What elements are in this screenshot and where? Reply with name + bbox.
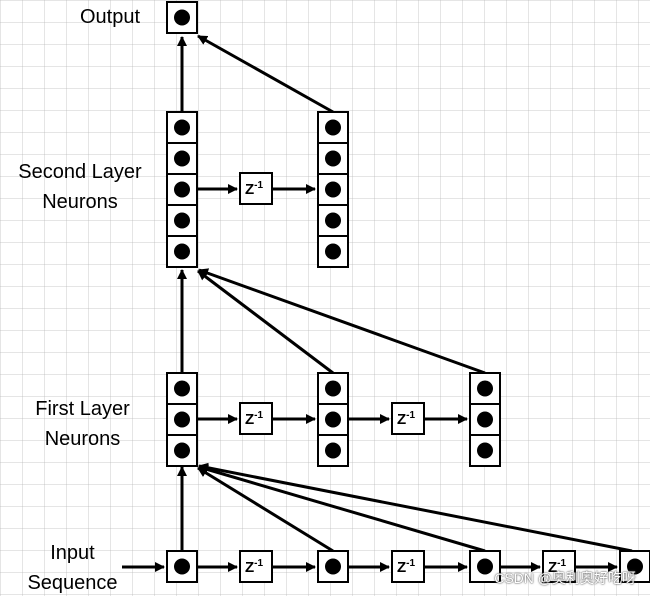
input-label-line-2: Sequence bbox=[27, 572, 118, 594]
delay-box-frame bbox=[239, 402, 273, 435]
neuron-dot bbox=[174, 181, 190, 198]
neuron-dot bbox=[174, 411, 190, 428]
input-delay-2 bbox=[469, 550, 501, 583]
input-delay-a-box: Z-1 bbox=[239, 550, 273, 583]
neuron-dot bbox=[174, 442, 190, 459]
neuron-dot bbox=[174, 558, 190, 575]
output-label: Output bbox=[79, 6, 141, 28]
neuron-dot bbox=[325, 442, 341, 459]
neuron-cell bbox=[166, 372, 198, 405]
neuron-dot bbox=[477, 558, 493, 575]
delay-box-frame bbox=[391, 550, 425, 583]
input-delay-b-box: Z-1 bbox=[391, 550, 425, 583]
neuron-dot bbox=[174, 9, 190, 26]
second-delay-to-output-arrow bbox=[197, 34, 334, 114]
delay-exponent: -1 bbox=[406, 558, 415, 569]
neuron-dot bbox=[477, 380, 493, 397]
delay-box-frame bbox=[239, 172, 273, 205]
first-layer-label-line-2: Neurons bbox=[44, 428, 121, 450]
delay-exponent: -1 bbox=[254, 558, 263, 569]
watermark: CSDN @奥利奥好吃呀 bbox=[494, 570, 636, 586]
delay-exponent: -1 bbox=[557, 558, 566, 569]
second-layer-current bbox=[166, 111, 198, 268]
neuron-cell bbox=[166, 173, 198, 206]
first-layer-label-line-1: First Layer bbox=[35, 398, 130, 420]
first-layer-delay-2 bbox=[469, 372, 501, 467]
neuron-dot bbox=[174, 380, 190, 397]
input-delay-2-to-first-arrow bbox=[198, 464, 486, 553]
neuron-dot bbox=[477, 442, 493, 459]
neuron-dot bbox=[325, 119, 341, 136]
delay-exponent: -1 bbox=[406, 410, 415, 421]
input-delay-3 bbox=[619, 550, 650, 583]
input-delay-c-box: Z-1 bbox=[542, 550, 576, 583]
input-sequence-label: Input Sequence bbox=[5, 538, 140, 596]
first-delay-2-to-second-arrow bbox=[198, 268, 486, 375]
neuron-dot bbox=[325, 558, 341, 575]
input-delay-1 bbox=[317, 550, 349, 583]
input-current bbox=[166, 550, 198, 583]
input-label-line-1: Input bbox=[50, 542, 95, 564]
neuron-cell bbox=[317, 173, 349, 206]
neuron-dot bbox=[325, 380, 341, 397]
delay-exponent: -1 bbox=[254, 410, 263, 421]
delay-box-frame bbox=[542, 550, 576, 583]
first-layer-label: First Layer Neurons bbox=[10, 394, 155, 454]
edges-layer bbox=[122, 34, 633, 572]
neuron-dot bbox=[174, 119, 190, 136]
neuron-dot bbox=[325, 150, 341, 167]
delay-box-frame bbox=[391, 402, 425, 435]
neuron-dot bbox=[325, 212, 341, 229]
neuron-dot bbox=[477, 411, 493, 428]
second-layer-delay-box: Z-1 bbox=[239, 172, 273, 205]
first-layer-current bbox=[166, 372, 198, 467]
input-delay-3-to-first-arrow bbox=[198, 462, 633, 553]
first-layer-delay-b-box: Z-1 bbox=[391, 402, 425, 435]
second-layer-delayed bbox=[317, 111, 349, 268]
neuron-dot bbox=[325, 411, 341, 428]
neuron-dot bbox=[174, 150, 190, 167]
neuron-dot bbox=[325, 243, 341, 260]
first-layer-delay-1 bbox=[317, 372, 349, 467]
neuron-dot bbox=[325, 181, 341, 198]
first-delay-1-to-second-arrow bbox=[197, 269, 334, 375]
second-layer-label: Second Layer Neurons bbox=[0, 157, 160, 217]
neuron-dot bbox=[627, 558, 643, 575]
input-delay-1-to-first-arrow bbox=[197, 466, 334, 553]
neuron-cell bbox=[166, 1, 198, 34]
second-layer-label-line-1: Second Layer bbox=[18, 161, 142, 183]
delay-box-frame bbox=[239, 550, 273, 583]
delay-exponent: -1 bbox=[254, 180, 263, 191]
first-layer-delay-a-box: Z-1 bbox=[239, 402, 273, 435]
output-neuron-group bbox=[166, 1, 198, 34]
neuron-dot bbox=[174, 243, 190, 260]
neuron-dot bbox=[174, 212, 190, 229]
second-layer-label-line-2: Neurons bbox=[42, 191, 118, 213]
